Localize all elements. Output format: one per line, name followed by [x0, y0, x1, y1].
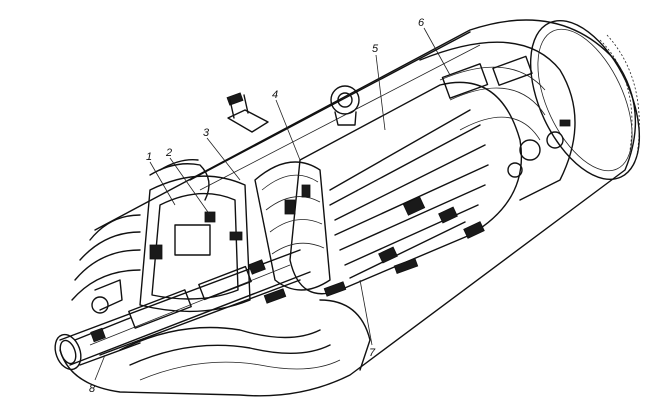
callout-2: 2 — [165, 147, 172, 159]
shaft-end — [54, 317, 141, 371]
callout-labels: 1 2 3 4 5 6 7 8 — [89, 17, 425, 395]
outer-casing — [59, 19, 641, 397]
callout-4: 4 — [272, 89, 278, 101]
front-cooling-fins — [71, 159, 210, 301]
rotor-shaft — [59, 249, 311, 366]
rotor-coupling — [91, 244, 419, 314]
callout-6: 6 — [418, 17, 425, 29]
rear-end-cover — [419, 41, 576, 201]
callout-3: 3 — [203, 127, 210, 139]
callout-1: 1 — [146, 151, 152, 163]
stator-core — [289, 81, 523, 295]
lower-frame — [119, 299, 371, 381]
callout-8: 8 — [89, 383, 96, 395]
front-end-winding — [254, 161, 331, 291]
casing-top-edge — [189, 31, 481, 191]
terminal-box — [226, 92, 269, 133]
callout-7: 7 — [369, 347, 376, 359]
lifting-lug — [330, 85, 360, 126]
callout-leaders — [94, 27, 451, 381]
callout-5: 5 — [372, 43, 379, 55]
